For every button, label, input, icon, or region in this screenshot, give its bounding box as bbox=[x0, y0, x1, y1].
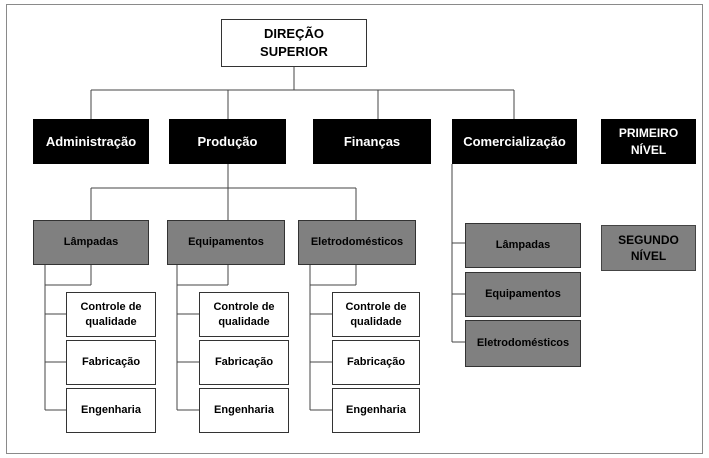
box-financas: Finanças bbox=[313, 119, 431, 164]
comercial-lampadas-label: Lâmpadas bbox=[495, 239, 551, 252]
comercializacao-label: Comercialização bbox=[463, 133, 566, 149]
leaf-label: Controle de qualidade bbox=[80, 300, 142, 328]
lampadas-engenharia: Engenharia bbox=[66, 388, 156, 433]
box-lampadas: Lâmpadas bbox=[33, 220, 149, 265]
leaf-label: Controle de qualidade bbox=[213, 300, 275, 328]
equipamentos-fabricacao: Fabricação bbox=[199, 340, 289, 385]
lampadas-controle-qualidade: Controle de qualidade bbox=[66, 292, 156, 337]
box-producao: Produção bbox=[169, 119, 286, 164]
eletrodomesticos-engenharia: Engenharia bbox=[332, 388, 420, 433]
box-administracao: Administração bbox=[33, 119, 149, 164]
leaf-label: Fabricação bbox=[214, 356, 274, 369]
eletrodomesticos-fabricacao: Fabricação bbox=[332, 340, 420, 385]
comercial-equipamentos: Equipamentos bbox=[465, 272, 581, 317]
leaf-label: Fabricação bbox=[346, 356, 406, 369]
primeiro-nivel-box: PRIMEIRO NÍVEL bbox=[601, 119, 696, 164]
direcao-superior-box: DIREÇÃO SUPERIOR bbox=[221, 19, 367, 67]
leaf-label: Controle de qualidade bbox=[345, 300, 407, 328]
financas-label: Finanças bbox=[343, 133, 401, 149]
producao-label: Produção bbox=[197, 133, 258, 149]
box-comercializacao: Comercialização bbox=[452, 119, 577, 164]
lampadas-fabricacao: Fabricação bbox=[66, 340, 156, 385]
direcao-superior-label: DIREÇÃO SUPERIOR bbox=[260, 26, 328, 59]
comercial-eletrodomesticos: Eletrodomésticos bbox=[465, 320, 581, 367]
leaf-label: Engenharia bbox=[346, 404, 406, 417]
equipamentos-label: Equipamentos bbox=[188, 236, 264, 249]
equipamentos-engenharia: Engenharia bbox=[199, 388, 289, 433]
leaf-label: Engenharia bbox=[81, 404, 141, 417]
comercial-equipamentos-label: Equipamentos bbox=[485, 288, 561, 301]
leaf-label: Fabricação bbox=[81, 356, 141, 369]
primeiro-nivel-label: PRIMEIRO NÍVEL bbox=[618, 126, 679, 157]
administracao-label: Administração bbox=[45, 133, 137, 149]
box-eletrodomesticos: Eletrodomésticos bbox=[298, 220, 416, 265]
comercial-eletrodomesticos-label: Eletrodomésticos bbox=[476, 337, 570, 350]
chart-frame bbox=[6, 4, 703, 454]
segundo-nivel-label: SEGUNDO NÍVEL bbox=[618, 232, 679, 263]
equipamentos-controle-qualidade: Controle de qualidade bbox=[199, 292, 289, 337]
lampadas-label: Lâmpadas bbox=[63, 236, 119, 249]
eletrodomesticos-controle-qualidade: Controle de qualidade bbox=[332, 292, 420, 337]
segundo-nivel-box: SEGUNDO NÍVEL bbox=[601, 225, 696, 271]
box-equipamentos: Equipamentos bbox=[167, 220, 285, 265]
leaf-label: Engenharia bbox=[214, 404, 274, 417]
eletrodomesticos-label: Eletrodomésticos bbox=[310, 236, 404, 249]
comercial-lampadas: Lâmpadas bbox=[465, 223, 581, 268]
